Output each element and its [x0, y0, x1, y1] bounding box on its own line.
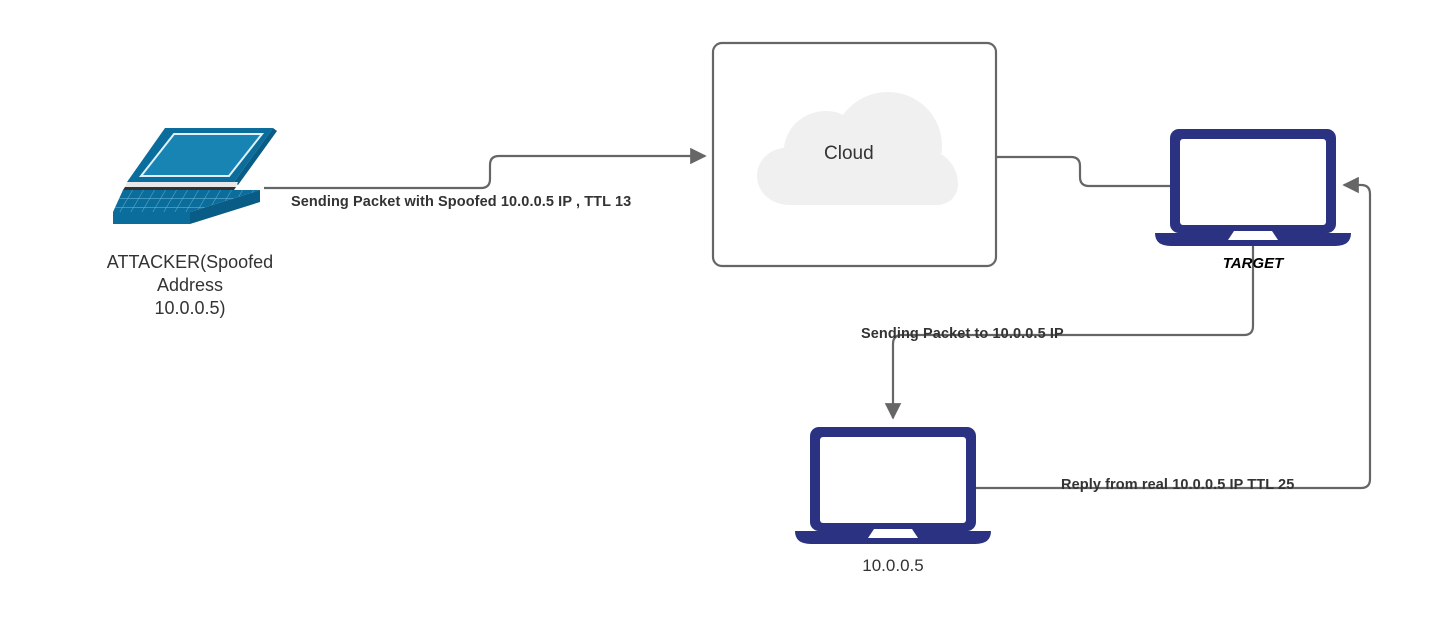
victim-node[interactable]	[795, 427, 991, 544]
laptop-flat-icon	[795, 427, 991, 544]
edge-label-target-to-victim: Sending Packet to 10.0.0.5 IP	[861, 326, 1064, 342]
laptop-flat-icon	[1155, 129, 1351, 246]
cloud-node[interactable]	[711, 41, 998, 268]
laptop-isometric-icon	[113, 128, 277, 224]
connector-victim-to-target-reply	[975, 176, 1372, 490]
edge-label-attacker-to-cloud: Sending Packet with Spoofed 10.0.0.5 IP …	[291, 194, 632, 210]
cloud-icon	[757, 92, 958, 205]
target-node[interactable]	[1155, 129, 1351, 246]
connector-target-to-victim	[884, 240, 1255, 420]
attacker-node[interactable]	[113, 128, 277, 224]
connector-attacker-to-cloud	[264, 147, 707, 190]
connector-cloud-to-target	[996, 155, 1170, 188]
cloud-node-label: Cloud	[824, 143, 874, 164]
edge-label-victim-to-target: Reply from real 10.0.0.5 IP TTL 25	[1061, 477, 1295, 493]
